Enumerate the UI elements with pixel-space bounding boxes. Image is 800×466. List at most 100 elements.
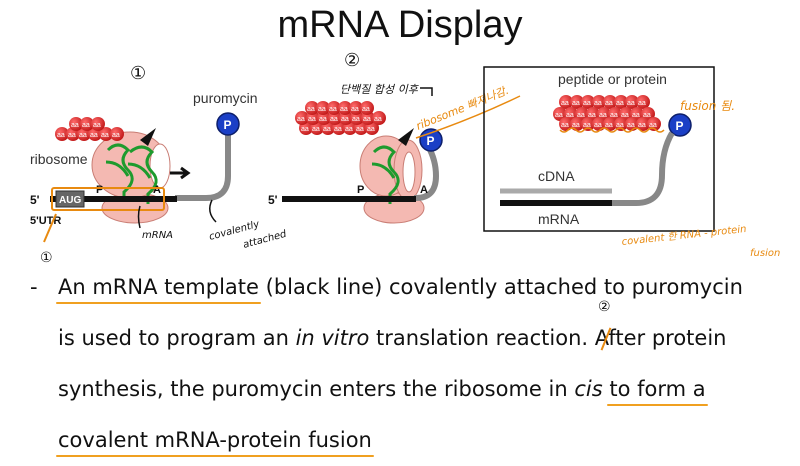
chain3-bead [592,95,606,109]
chain1-bead-label: aa [68,132,76,139]
chain1-bead-label: aa [57,132,65,139]
chain3-bead-label: aa [566,112,574,119]
chain3-bead-label: aa [627,122,635,129]
chain2-bead-label: aa [329,106,337,113]
panel-1-marker: ① [130,63,146,84]
chain3-bead-label: aa [577,112,585,119]
ribosome-note: ribosome 빠져나감. [414,84,510,133]
chain1-bead [80,117,94,131]
aug-highlight [51,187,165,211]
chain3-bead [636,117,650,131]
chain2-bead-label: aa [351,106,359,113]
chain3-bead [581,95,595,109]
chain3-bead [581,117,595,131]
puromycin-p-circle [216,112,240,136]
chain2-bead-label: aa [297,116,305,123]
trna-2 [127,145,158,204]
chain3-bead-label: aa [561,100,569,107]
utr-arrow [43,213,57,243]
chain2-bead [372,111,386,125]
chain3-bead-label: aa [638,122,646,129]
chain3-bead [603,117,617,131]
chain2-bead-label: aa [308,116,316,123]
chain2-bead [327,101,341,115]
site-p-1: P [96,184,103,196]
body-text: - ① An mRNA template (black line) covale… [28,250,788,466]
site-a-1: A [153,184,161,196]
chain1-bead [99,127,113,141]
chain2-bead-label: aa [318,106,326,113]
chain3-bead [559,117,573,131]
cdna-label: cDNA [538,168,575,184]
cis: cis [574,377,603,401]
chain3-bead-label: aa [610,112,618,119]
mrna-note-stroke [137,205,141,229]
utr-label: 5'UTR [30,215,61,227]
chain2-bead [360,101,374,115]
chain2-bead-label: aa [301,126,309,133]
fusion-note: fusion 됨. [680,99,735,113]
chain1-bead-label: aa [71,122,79,129]
chain1-bead-label: aa [90,132,98,139]
aug-label: AUG [59,195,81,206]
korean-arrow [420,87,433,96]
underlined-phrase-1: An mRNA template [58,275,259,299]
chain3-bead [559,95,573,109]
ribosome-tunnel [149,143,171,189]
exit-wedge [140,128,156,146]
line-1-rest: (black line) covalently attached to puro… [258,275,743,299]
chain3-bead [614,95,628,109]
peptide-label: peptide or protein [558,71,667,87]
body-line-2: is used to program an in vitro translati… [28,299,788,364]
chain3-bead [636,95,650,109]
chain1-bead [69,117,83,131]
puromycin-p-label-3: P [676,119,684,133]
chain1-bead-label: aa [112,132,120,139]
trna-1 [105,143,134,202]
puromycin-linker [175,128,231,201]
chain2-bead-label: aa [362,106,370,113]
korean-note: 단백질 합성 이후 [340,83,420,96]
chain3-bead-label: aa [632,112,640,119]
chain2-bead-label: aa [340,106,348,113]
chain3-bead [625,95,639,109]
chain3-bead-label: aa [572,122,580,129]
chain2-bead-label: aa [312,126,320,133]
marker-2: ② [598,299,611,315]
chain3-bead-label: aa [561,122,569,129]
body-line-3: synthesis, the puromycin enters the ribo… [28,364,788,415]
underlined-phrase-3: covalent mRNA-protein fusion [58,428,372,452]
chain2-bead-label: aa [341,116,349,123]
chain3-bead-label: aa [616,122,624,129]
site-a-2: A [420,184,428,196]
chain1-bead-label: aa [101,132,109,139]
puromycin-linker-2 [414,144,440,201]
chain1-bead [91,117,105,131]
five-prime-1: 5' [30,193,40,207]
chain2-bead-label: aa [323,126,331,133]
body-line-4: covalent mRNA-protein fusion [28,415,788,466]
in-vitro: in vitro [295,326,370,350]
puromycin-p-label-2: P [427,134,435,148]
chain3-bead-label: aa [643,112,651,119]
chain1-bead [55,127,69,141]
chain2-bead-label: aa [356,126,364,133]
mrna-label-3: mRNA [538,211,580,227]
chain2-bead [295,111,309,125]
chain2-bead [349,101,363,115]
chain2-bead-label: aa [374,116,382,123]
chain1-bead-label: aa [93,122,101,129]
ribosome-tunnel-2 [402,151,416,193]
chain3-bead [570,95,584,109]
puromycin-label: puromycin [193,90,258,106]
chain2-bead-label: aa [330,116,338,123]
chain1-bead-label: aa [79,132,87,139]
chain1-bead-label: aa [82,122,90,129]
